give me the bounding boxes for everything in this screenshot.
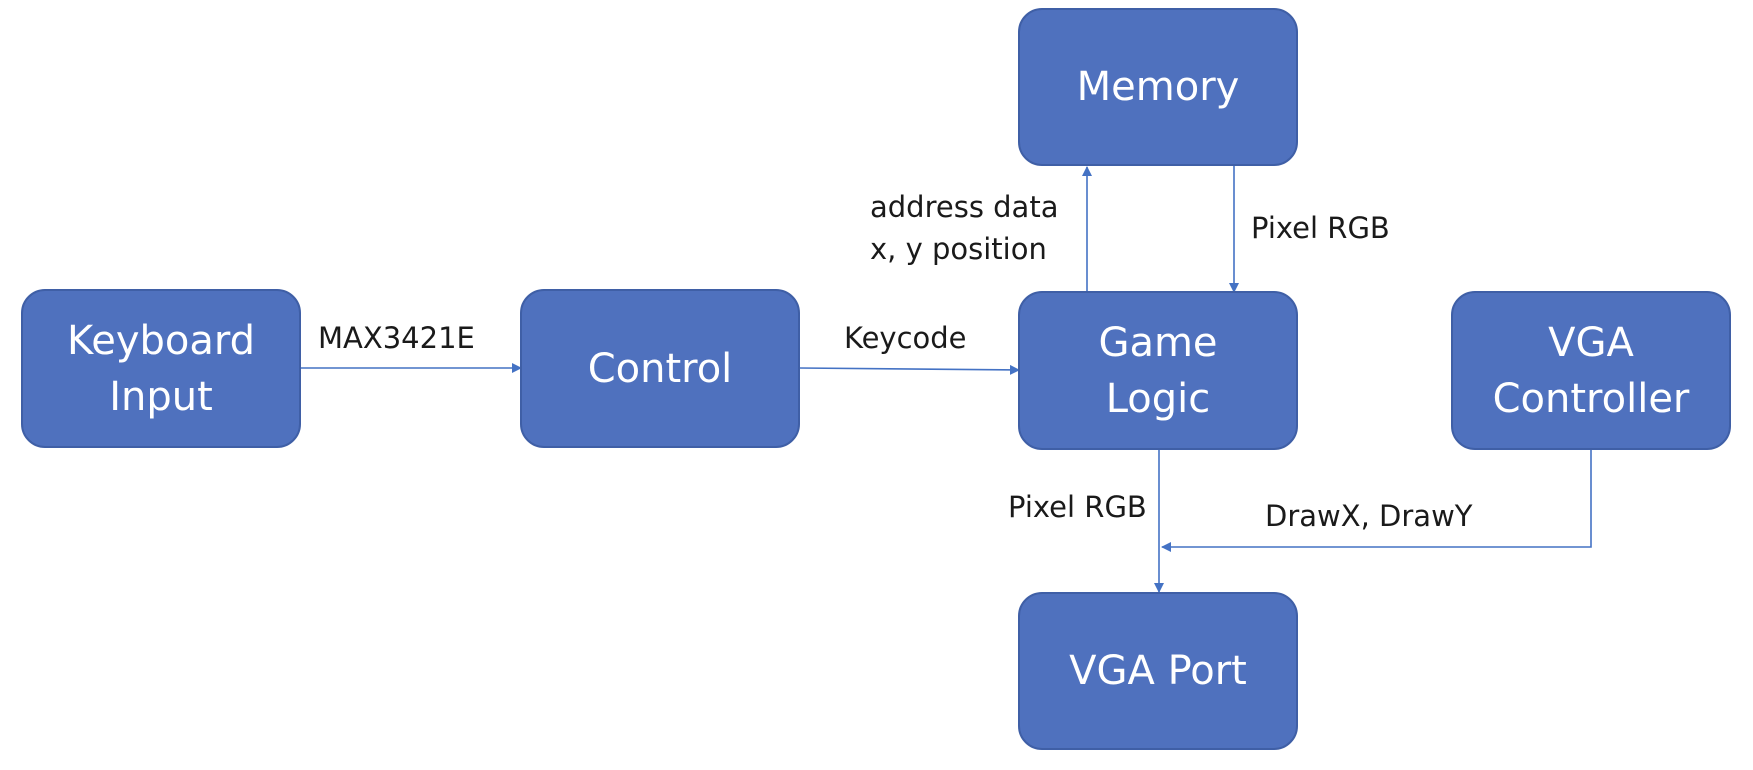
memory-block: Memory bbox=[1018, 8, 1298, 166]
vga-controller-block: VGA Controller bbox=[1451, 291, 1731, 450]
keyboard-input-block: Keyboard Input bbox=[21, 289, 301, 448]
label-pixel-rgb-memory: Pixel RGB bbox=[1251, 211, 1390, 245]
game-logic-block: Game Logic bbox=[1018, 291, 1298, 450]
control-block: Control bbox=[520, 289, 800, 448]
label-pixel-rgb-vga-port: Pixel RGB bbox=[1008, 490, 1147, 524]
label-address-data: address data x, y position bbox=[870, 190, 1059, 266]
label-max3421e: MAX3421E bbox=[318, 321, 475, 355]
label-drawx-drawy: DrawX, DrawY bbox=[1265, 499, 1473, 533]
arrow-control-to-game-logic bbox=[798, 364, 1020, 375]
vga-port-block: VGA Port bbox=[1018, 592, 1298, 750]
label-keycode: Keycode bbox=[844, 321, 967, 355]
arrow-vga-controller-to-vga-port bbox=[1161, 449, 1592, 552]
